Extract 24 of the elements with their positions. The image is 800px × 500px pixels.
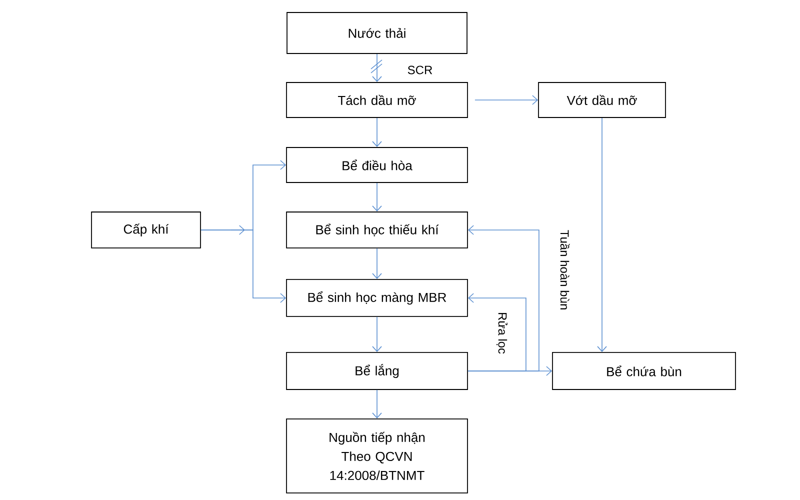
arrow	[370, 54, 382, 82]
arrow	[474, 95, 538, 105]
edge-label: SCR	[406, 64, 434, 76]
process-box: Nước thải	[286, 12, 468, 54]
edge-label: Rửa lọc	[496, 310, 508, 355]
edge-label: Tuần hoàn bùn	[559, 228, 571, 312]
process-box: Tách dầu mỡ	[286, 82, 468, 118]
arrow	[372, 118, 382, 148]
arrow	[372, 390, 382, 419]
process-box: Bể chứa bùn	[552, 352, 736, 390]
process-box: Cấp khí	[91, 212, 201, 248]
process-box: Bể điều hòa	[286, 147, 468, 183]
arrow	[468, 293, 526, 372]
process-box: Nguồn tiếp nhận Theo QCVN 14:2008/BTNMT	[286, 418, 468, 494]
arrow	[372, 248, 382, 280]
arrow	[468, 225, 540, 372]
arrow	[597, 118, 607, 352]
arrow	[200, 230, 286, 303]
process-box: Bể sinh học thiếu khí	[286, 212, 468, 248]
process-box: Vớt dầu mỡ	[538, 82, 666, 118]
arrow	[372, 316, 382, 352]
process-box: Bể lắng	[286, 352, 468, 390]
process-box: Bể sinh học màng MBR	[286, 279, 468, 317]
arrow	[372, 182, 382, 212]
